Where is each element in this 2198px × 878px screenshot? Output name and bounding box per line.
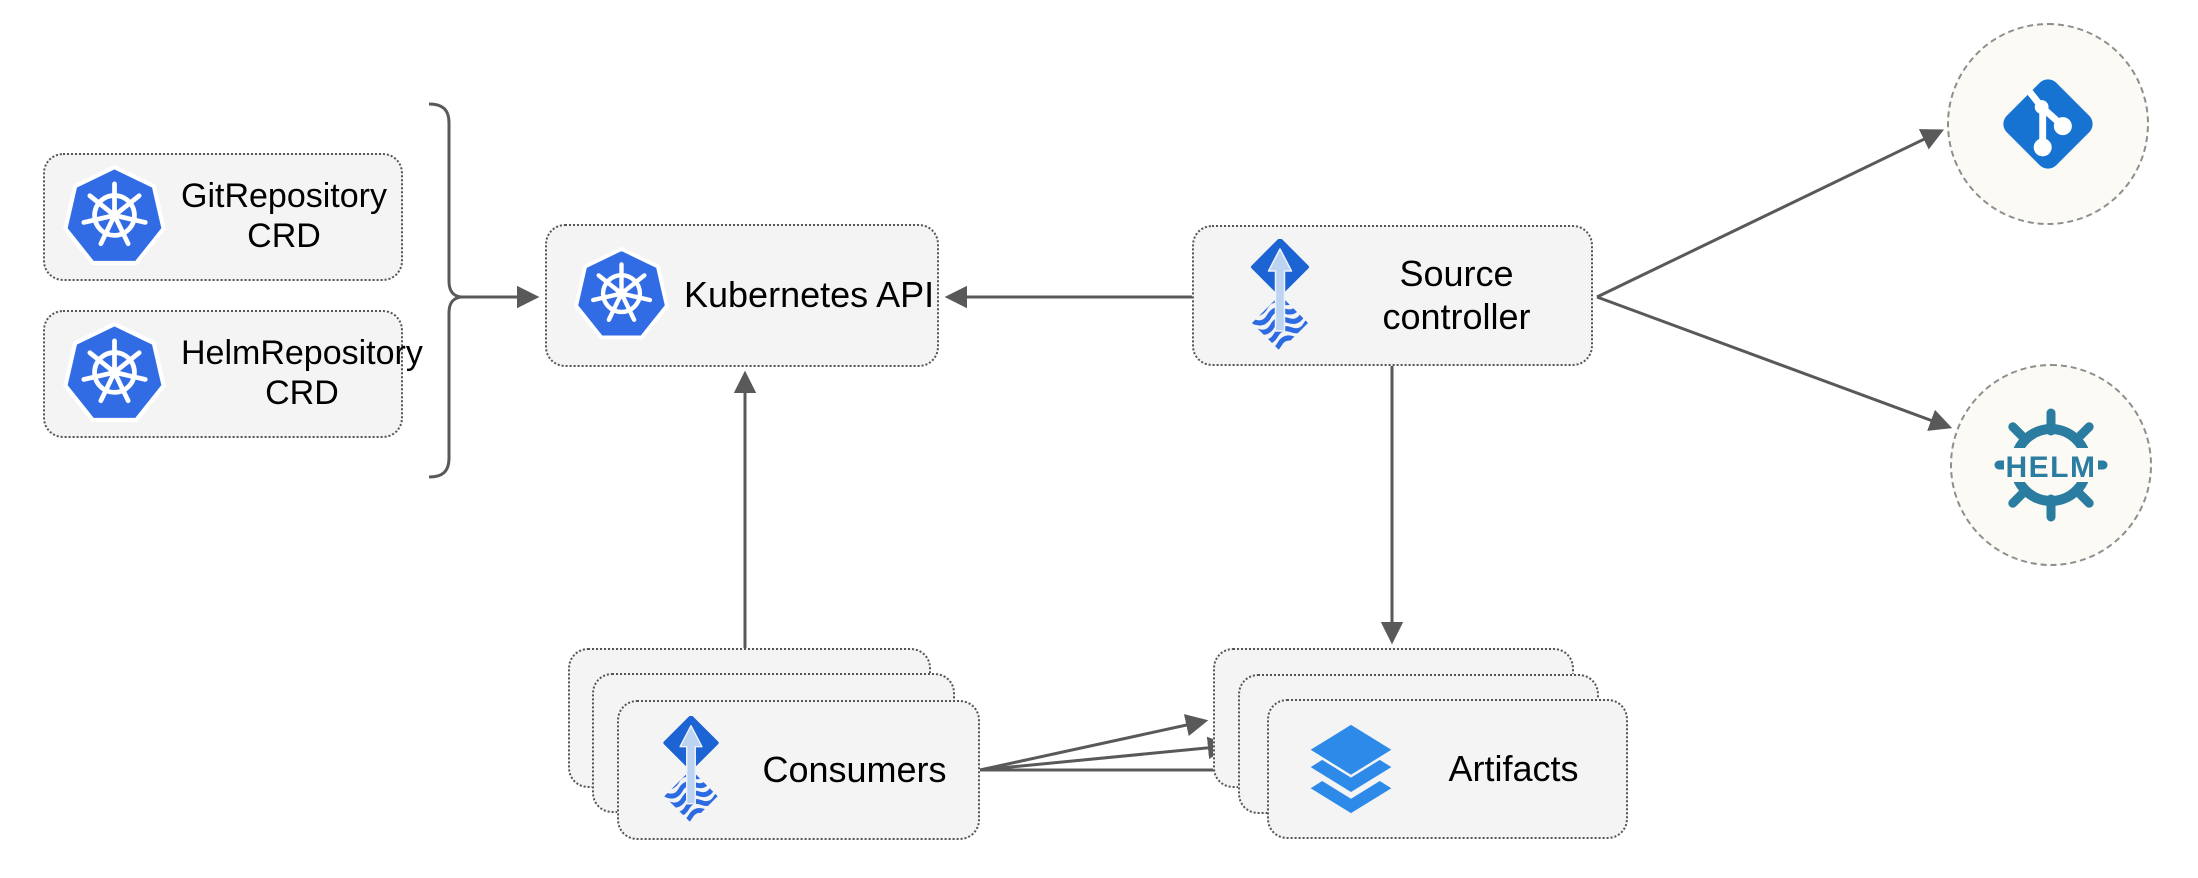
node-label: Source controller <box>1322 253 1591 337</box>
label-line1: HelmRepository <box>181 334 423 373</box>
node-git-source <box>1947 23 2149 225</box>
connector-source-controller-to-helm <box>1596 295 1953 431</box>
node-label: Kubernetes API <box>684 274 935 316</box>
label-line1: Source <box>1399 253 1514 295</box>
node-helm-source: HELM <box>1950 364 2152 566</box>
node-kubernetes-api: Kubernetes API <box>545 224 939 367</box>
node-helm-repository-crd: HelmRepository CRD <box>43 310 423 438</box>
label-line2: CRD <box>247 217 321 255</box>
label-line2: CRD <box>265 374 339 412</box>
node-label: Artifacts <box>1448 747 1579 789</box>
git-icon <box>1995 71 2101 177</box>
node-label: GitRepository CRD <box>167 177 401 257</box>
crd-group-brace <box>428 102 462 479</box>
node-consumers: Consumers <box>617 700 980 840</box>
kubernetes-icon <box>573 247 670 344</box>
connector-consumers-to-artifacts-2 <box>979 736 1231 772</box>
helm-text-band <box>2004 448 2098 482</box>
node-artifacts: Artifacts <box>1267 699 1628 839</box>
node-label: HelmRepository CRD <box>167 334 437 414</box>
flux-source-controller-icon <box>651 716 731 824</box>
node-git-repository-crd: GitRepository CRD <box>43 153 403 281</box>
connector-consumers-to-artifacts-1 <box>979 714 1209 772</box>
flux-source-controller-icon <box>1238 239 1322 352</box>
connector-source-controller-to-git <box>1596 129 1945 299</box>
kubernetes-icon <box>62 322 167 427</box>
label-line1: GitRepository <box>181 177 387 216</box>
node-source-controller: Source controller <box>1192 225 1593 366</box>
kubernetes-icon <box>62 165 167 270</box>
label-line2: controller <box>1382 295 1531 337</box>
layers-icon <box>1301 721 1401 817</box>
helm-icon: HELM <box>1991 405 2111 525</box>
node-label: Consumers <box>762 748 947 790</box>
helm-logo-text: HELM <box>2006 451 2097 484</box>
